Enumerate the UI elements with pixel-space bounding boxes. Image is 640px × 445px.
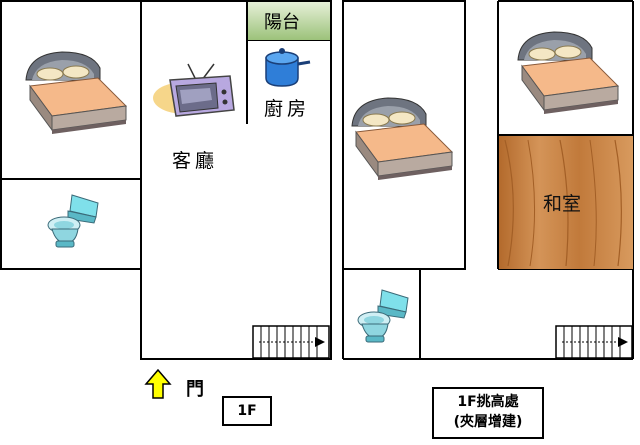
balcony-area xyxy=(248,2,330,40)
stairs-icon xyxy=(555,325,633,359)
pot-icon xyxy=(265,48,311,87)
floor-tag-mezzanine-line1: 1F挑高處 xyxy=(457,394,519,410)
plan-1f xyxy=(0,0,332,399)
bed-icon xyxy=(25,51,127,135)
toilet-icon xyxy=(47,194,99,248)
door-label: 門 xyxy=(186,379,204,400)
tatami-room-area xyxy=(499,136,633,269)
kitchen-label: 廚房 xyxy=(264,98,311,120)
floor-tag-mezzanine: 1F挑高處 (夾層增建) xyxy=(432,387,544,439)
plan-mezzanine xyxy=(342,0,634,360)
door-arrow-icon xyxy=(144,368,172,399)
floor-tag-mezzanine-line2: (夾層增建) xyxy=(453,414,523,430)
living-room-label: 客廳 xyxy=(172,150,219,172)
bed-icon xyxy=(351,97,453,181)
toilet-icon xyxy=(357,289,409,343)
tv-icon xyxy=(153,63,235,117)
floor-tag-1f: 1F xyxy=(222,396,272,426)
floor-tag-1f-text: 1F xyxy=(237,403,257,419)
bed-icon xyxy=(517,31,619,115)
balcony-label: 陽台 xyxy=(264,12,300,33)
tatami-room-label: 和室 xyxy=(543,193,582,215)
stairs-icon xyxy=(252,325,330,359)
